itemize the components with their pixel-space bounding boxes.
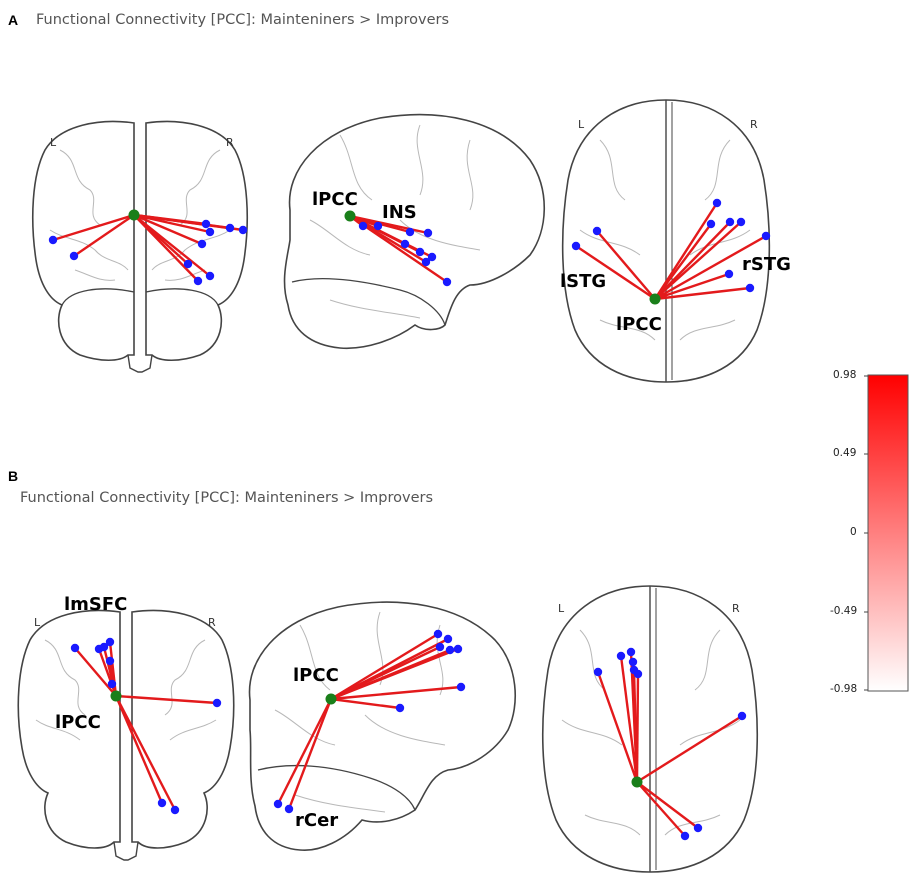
a-sagittal-seed-node — [344, 210, 356, 222]
b-axial-right-label: R — [732, 602, 740, 615]
a-sagittal-seed-label: lPCC — [312, 189, 358, 210]
b-coronal-target-nodes — [70, 637, 222, 815]
panel-letter-b: B — [8, 468, 19, 484]
b-axial-target-nodes — [593, 647, 747, 841]
b-coronal-brainstem — [113, 841, 139, 861]
colorbar-gradient — [867, 374, 909, 692]
colorbar-tick-upper: 0.49 — [833, 447, 857, 459]
b-sagittal-temporal — [257, 764, 416, 811]
b-axial-view: L R — [541, 585, 759, 873]
a-coronal-brainstem — [127, 354, 153, 373]
a-sagittal-target-nodes — [358, 221, 452, 287]
a-coronal-view: L R — [31, 120, 249, 373]
panel-title-a: Functional Connectivity [PCC]: Maintenin… — [36, 12, 450, 28]
a-axial-seed-node — [649, 293, 661, 305]
a-coronal-outline — [31, 120, 135, 362]
b-coronal-sulci — [35, 639, 217, 741]
a-axial-sulci — [579, 139, 751, 341]
a-sagittal-outline — [283, 113, 545, 350]
a-sagittal-temporal — [291, 278, 446, 326]
colorbar-tick-lower: -0.49 — [830, 605, 858, 617]
b-axial-edges — [596, 651, 743, 837]
b-sagittal-seed-node — [325, 693, 337, 705]
b-coronal-seed-node — [110, 690, 122, 702]
a-sagittal-target-label: INS — [382, 202, 417, 223]
a-axial-right-roi-label: rSTG — [742, 254, 791, 275]
b-coronal-left-label: L — [34, 616, 41, 629]
b-coronal-top-roi-label: lmSFC — [64, 594, 127, 615]
a-coronal-seed-node — [128, 209, 140, 221]
a-axial-seed-label: lPCC — [616, 314, 662, 335]
panel-letter-a: A — [8, 12, 19, 28]
b-coronal-right-label: R — [208, 616, 216, 629]
a-coronal-left-label: L — [50, 136, 57, 149]
a-coronal-target-nodes — [48, 219, 248, 286]
b-axial-left-label: L — [558, 602, 565, 615]
colorbar-tick-max: 0.98 — [833, 369, 857, 381]
a-axial-edges — [575, 202, 767, 301]
b-axial-seed-node — [631, 776, 643, 788]
a-axial-left-roi-label: lSTG — [560, 271, 606, 292]
b-coronal-outline-right — [131, 609, 235, 849]
colorbar-tick-min: -0.98 — [830, 683, 858, 695]
b-coronal-outline — [17, 609, 121, 849]
colorbar — [864, 374, 909, 692]
b-sagittal-target-nodes — [273, 629, 466, 814]
a-axial-target-nodes — [571, 198, 771, 293]
b-sagittal-outline — [248, 601, 517, 851]
b-coronal-view: L R lmSFC lPCC — [17, 594, 235, 861]
a-sagittal-sulci — [309, 124, 481, 319]
b-sagittal-view: lPCC rCer — [248, 601, 517, 851]
a-coronal-right-label: R — [226, 136, 234, 149]
a-coronal-cerebellum — [61, 288, 219, 306]
b-sagittal-edges — [276, 632, 462, 810]
b-sagittal-target-label: rCer — [295, 810, 338, 831]
a-coronal-sulci — [49, 149, 231, 281]
a-axial-view: L R lSTG rSTG lPCC — [560, 99, 791, 383]
b-coronal-edges — [74, 641, 218, 811]
a-sagittal-view: lPCC INS — [283, 113, 545, 350]
b-axial-sulci — [561, 629, 741, 836]
panel-title-b: Functional Connectivity [PCC]: Maintenin… — [20, 490, 434, 506]
colorbar-tick-marks — [864, 375, 868, 691]
a-coronal-outline-right — [145, 120, 249, 362]
b-sagittal-seed-label: lPCC — [293, 665, 339, 686]
a-coronal-edges — [52, 213, 244, 282]
colorbar-tick-zero: 0 — [850, 526, 857, 538]
b-coronal-seed-label: lPCC — [55, 712, 101, 733]
a-axial-left-label: L — [578, 118, 585, 131]
a-axial-right-label: R — [750, 118, 758, 131]
